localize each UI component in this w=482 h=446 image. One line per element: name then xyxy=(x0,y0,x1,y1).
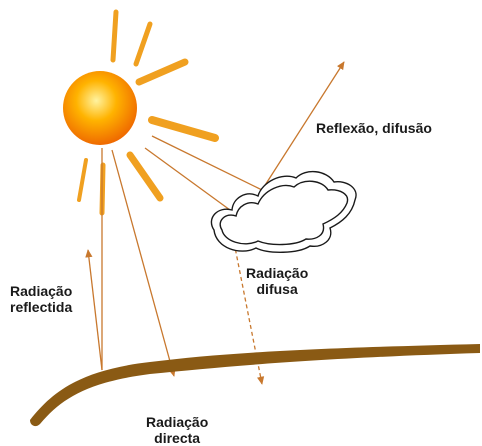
direct-radiation-arrow xyxy=(111,149,176,377)
line-to-cloud-1 xyxy=(151,135,263,191)
sun-ray xyxy=(148,116,219,142)
reflected-radiation-arrow xyxy=(85,249,103,371)
label-diffuse-radiation: Radiação difusa xyxy=(246,265,309,297)
sun-ray xyxy=(77,158,88,202)
label-direct-radiation: Radiação directa xyxy=(146,414,209,446)
radiation-lines xyxy=(85,61,345,385)
reflection-diffusion-arrow xyxy=(261,61,345,191)
label-reflection-diffusion: Reflexão, difusão xyxy=(316,120,432,136)
label-reflected-radiation: Radiação reflectida xyxy=(10,283,73,315)
ground-surface xyxy=(30,344,480,427)
cloud-icon xyxy=(210,171,357,253)
sun-icon xyxy=(63,71,137,145)
sun-ray xyxy=(126,151,164,202)
sun-ray xyxy=(110,9,119,63)
sun-ray xyxy=(135,58,189,86)
line-to-cloud-2 xyxy=(144,147,231,211)
sun-ray xyxy=(133,21,153,67)
